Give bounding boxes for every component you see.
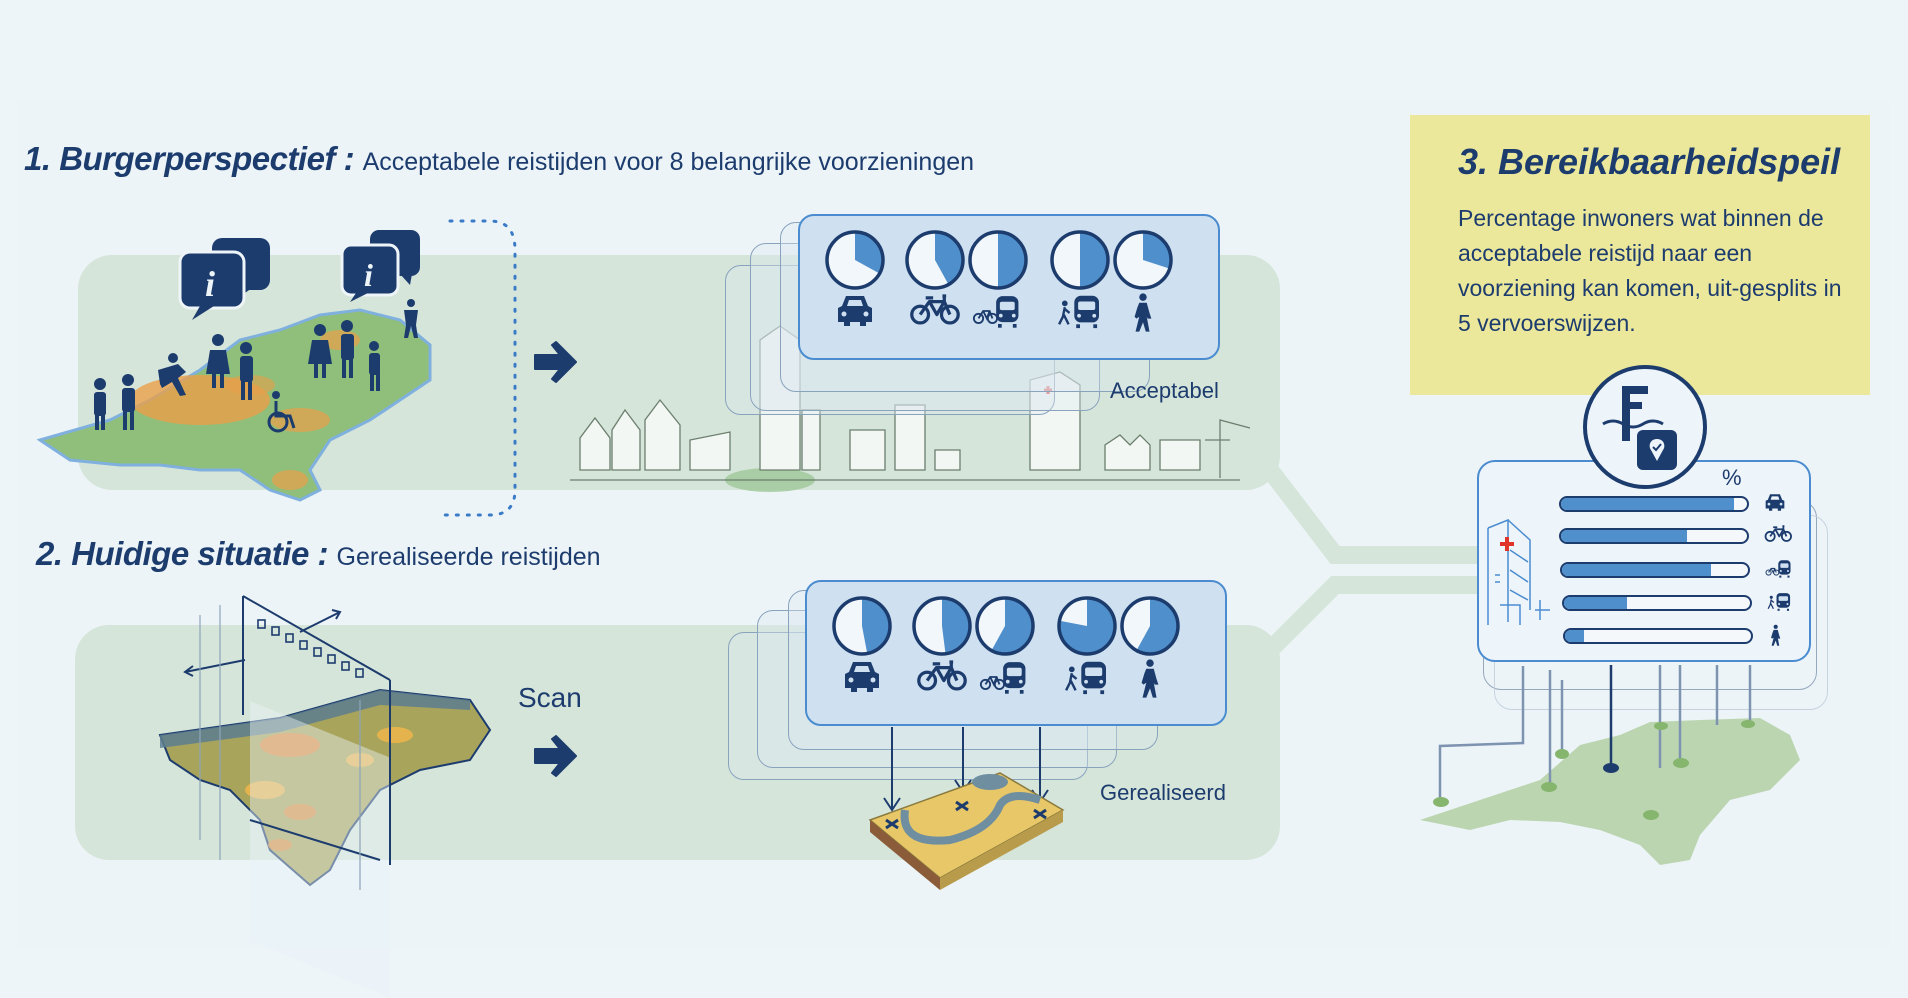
pie-item — [1108, 228, 1178, 334]
bar-fill-walking — [1565, 630, 1584, 642]
pie-slice-bicycle-train — [998, 232, 1026, 288]
bar-fill-walk-train — [1564, 597, 1628, 609]
percentage-bar — [1563, 628, 1753, 644]
hospital-sketch-icon — [1487, 518, 1550, 625]
pie-chart — [968, 230, 1028, 290]
pie-item — [820, 228, 890, 328]
section2-heading: 2. Huidige situatie : Gerealiseerde reis… — [36, 535, 601, 573]
percentage-bar — [1560, 562, 1750, 578]
acceptabel-label: Acceptabel — [1110, 378, 1219, 403]
connector-line-gerealiseerd — [1263, 576, 1480, 657]
pie-slice-bicycle — [935, 232, 963, 285]
wheelchair-icon — [267, 391, 296, 433]
pie-chart — [1120, 596, 1180, 656]
pie-item — [1115, 594, 1185, 700]
pie-outline — [1120, 596, 1180, 656]
pie-chart — [832, 596, 892, 656]
pie-outline — [968, 230, 1028, 290]
pie-outline — [912, 596, 972, 656]
pie-outline — [1057, 596, 1117, 656]
pie-chart — [975, 596, 1035, 656]
pie-item — [900, 228, 970, 326]
percent-label: % — [1722, 465, 1742, 490]
connector-line-acceptabel — [1262, 464, 1480, 564]
section1-heading: 1. Burgerperspectief : Acceptabele reist… — [24, 140, 974, 178]
pie-item — [970, 594, 1040, 696]
scan-label: Scan — [518, 682, 582, 713]
gerealiseerd-pie-card — [805, 580, 1227, 726]
pie-slice-walk-train — [1080, 232, 1108, 288]
svg-text:i: i — [364, 257, 373, 293]
netherlands-map-heat — [36, 308, 432, 502]
pie-slice-car — [862, 598, 890, 654]
bar-fill-bicycle-train — [1562, 564, 1711, 576]
section3-title: 3. Bereikbaarheidspeil — [1458, 141, 1841, 182]
pie-outline — [1113, 230, 1173, 290]
pie-outline — [825, 230, 885, 290]
acceptabel-pie-card — [798, 214, 1220, 360]
arrow-right-icon — [534, 735, 577, 777]
pie-outline — [905, 230, 965, 290]
pie-slice-walking — [1136, 598, 1178, 654]
section3-description: Percentage inwoners wat binnen de accept… — [1458, 205, 1842, 336]
info-speech-bubble-icon: i — [340, 230, 420, 302]
accessibility-gauge-icon — [1583, 365, 1707, 489]
section2-title: 2. Huidige situatie : — [36, 535, 329, 572]
percentage-bar — [1559, 496, 1749, 512]
pie-chart — [825, 230, 885, 290]
netherlands-map-icon — [1420, 665, 1800, 865]
pie-outline — [832, 596, 892, 656]
pie-chart — [1057, 596, 1117, 656]
percentage-bar — [1562, 595, 1752, 611]
pie-slice-walking — [1143, 232, 1171, 269]
pie-slice-bicycle — [942, 598, 971, 654]
bar-fill-car — [1561, 498, 1734, 510]
red-cross-icon — [1500, 537, 1514, 551]
pie-outline — [975, 596, 1035, 656]
section2-subtitle: Gerealiseerde reistijden — [336, 543, 601, 571]
pie-chart — [1113, 230, 1173, 290]
pie-slice-bicycle-train — [991, 598, 1033, 654]
pie-item — [1052, 594, 1122, 696]
pie-item — [1045, 228, 1115, 330]
pie-chart — [905, 230, 965, 290]
pie-chart — [1050, 230, 1110, 290]
pie-item — [827, 594, 897, 694]
pie-slice-walk-train — [1059, 598, 1115, 654]
red-cross-icon — [1044, 386, 1052, 394]
section1-subtitle: Acceptabele reistijden voor 8 belangrijk… — [362, 148, 975, 176]
section1-title: 1. Burgerperspectief : — [24, 140, 355, 177]
score-card — [1477, 460, 1811, 662]
gerealiseerd-label: Gerealiseerd — [1100, 780, 1226, 805]
percentage-bar — [1559, 528, 1749, 544]
pie-outline — [1050, 230, 1110, 290]
citizens-icon — [94, 299, 418, 430]
pie-item — [907, 594, 977, 692]
pie-item — [963, 228, 1033, 330]
bar-fill-bicycle — [1561, 530, 1688, 542]
svg-text:i: i — [205, 264, 215, 304]
dotted-bracket — [443, 219, 517, 517]
bereikbaarheidspeil-card: 3. Bereikbaarheidspeil Percentage inwone… — [1410, 115, 1870, 395]
pie-chart — [912, 596, 972, 656]
arrow-right-icon — [534, 341, 577, 383]
info-speech-bubble-icon: i — [178, 238, 270, 320]
